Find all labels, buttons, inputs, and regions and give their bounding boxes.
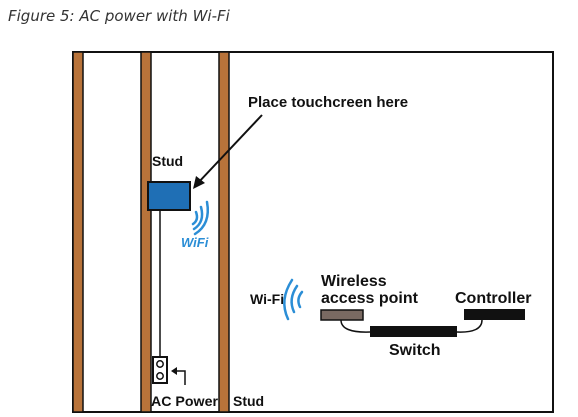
switch-label: Switch	[389, 342, 441, 359]
wall-outline	[72, 51, 554, 413]
wifi-waves-icon	[283, 278, 304, 321]
power-outlet-icon	[152, 356, 168, 384]
controller-label: Controller	[455, 290, 531, 307]
stud-2	[140, 51, 152, 413]
arrow-to-outlet	[171, 367, 186, 385]
cable-switch-to-controller	[456, 319, 483, 333]
stud-1	[72, 51, 84, 413]
cable-access-point-to-switch	[340, 319, 371, 333]
wifi-network-label: Wi-Fi	[250, 291, 284, 307]
wifi-device-label: WiFi	[181, 235, 209, 250]
wifi-waves-icon	[191, 200, 209, 236]
switch-device	[370, 326, 457, 337]
figure-caption: Figure 5: AC power with Wi-Fi	[8, 7, 230, 25]
stud-top-label: Stud	[152, 153, 183, 169]
access-point-label-line1: Wireless	[321, 273, 387, 290]
place-touchscreen-label: Place touchcreen here	[248, 94, 408, 111]
arrow-to-touchscreen	[193, 114, 263, 189]
ac-power-label: AC Power	[151, 393, 219, 409]
stud-3	[218, 51, 230, 413]
touchscreen-device	[147, 181, 191, 211]
controller-device	[464, 309, 525, 320]
access-point-label-line2: access point	[321, 290, 419, 307]
access-point-device	[320, 309, 364, 321]
stud-bottom-label: Stud	[233, 393, 264, 409]
